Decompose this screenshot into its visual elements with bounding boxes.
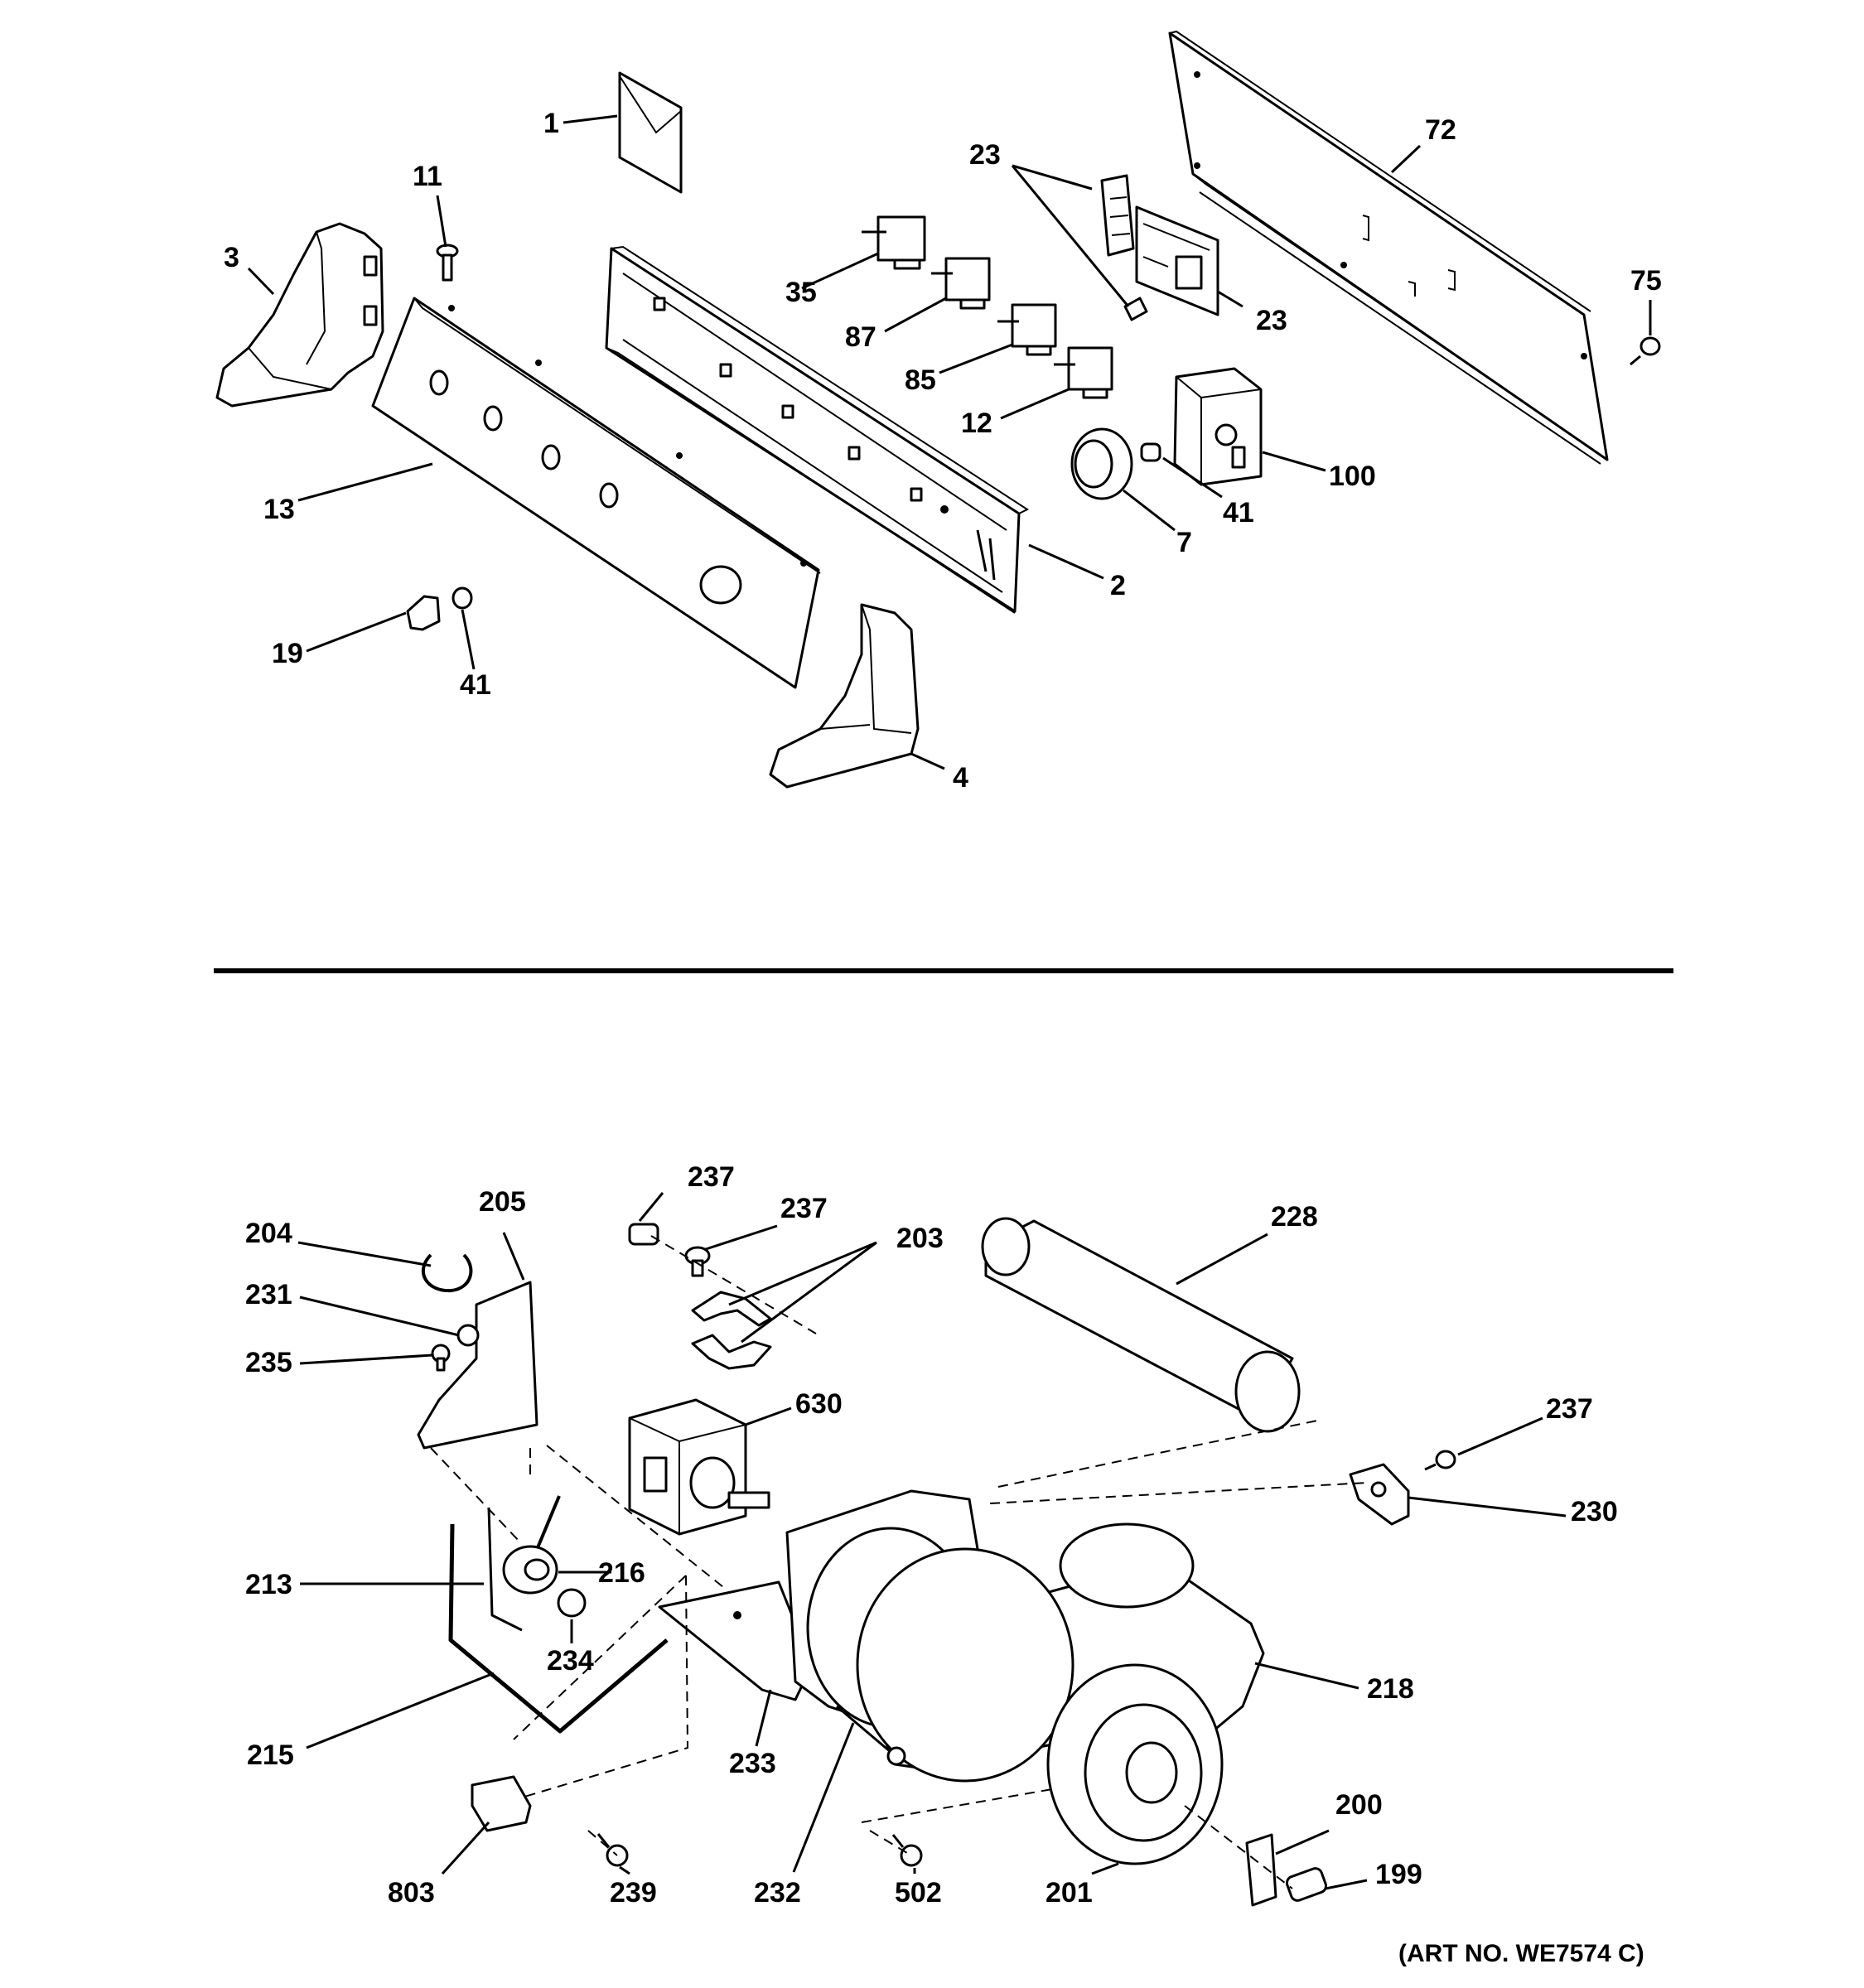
part-87-switch: [931, 257, 991, 310]
part-233-mounting-plate: [658, 1580, 814, 1701]
part-41-knob-insert: [452, 586, 473, 610]
part-228-duct: [981, 1217, 1301, 1433]
callout-11: 11: [413, 161, 442, 192]
part-35-switch: [862, 215, 926, 270]
part-200-bracket: [1245, 1833, 1277, 1907]
part-237-screw-a: [628, 1223, 659, 1246]
callout-218: 218: [1367, 1673, 1414, 1705]
lower-leader-lines: [297, 1192, 1567, 1890]
callout-216: 216: [598, 1557, 645, 1589]
part-12-switch: [1054, 346, 1113, 399]
upper-leader-lines: [247, 114, 1652, 770]
part-19-button: [406, 595, 441, 631]
callout-205: 205: [479, 1186, 526, 1218]
callout-23-a: 23: [969, 139, 1001, 171]
callout-233: 233: [729, 1748, 776, 1779]
callout-502: 502: [895, 1877, 942, 1908]
callout-237-b: 237: [780, 1193, 828, 1224]
callout-200: 200: [1335, 1789, 1383, 1821]
callout-35: 35: [785, 277, 817, 308]
callout-232: 232: [754, 1877, 801, 1908]
part-11-screw: [436, 244, 459, 282]
callout-237-c: 237: [1546, 1393, 1593, 1425]
part-85-switch: [997, 303, 1057, 356]
callout-23-b: 23: [1256, 305, 1287, 336]
callout-19: 19: [272, 638, 303, 669]
part-100-timer: [1173, 367, 1263, 486]
part-231-screw: [456, 1324, 480, 1347]
callout-41-b: 41: [1223, 497, 1254, 528]
part-232-bolt: [836, 1705, 906, 1766]
callout-239: 239: [610, 1877, 657, 1908]
part-630-motor: [628, 1398, 770, 1536]
callout-235: 235: [245, 1347, 292, 1378]
part-3-end-cap-left: [215, 222, 384, 408]
callout-100: 100: [1329, 461, 1376, 492]
callout-215: 215: [247, 1740, 294, 1771]
assembly-lines: [430, 1235, 1368, 1889]
callout-204: 204: [245, 1218, 292, 1249]
part-4-end-cap-right: [769, 603, 920, 789]
part-235-screw: [431, 1344, 451, 1372]
part-234-bushing: [557, 1588, 587, 1618]
callout-203: 203: [896, 1223, 944, 1254]
callout-231: 231: [245, 1279, 292, 1310]
callout-72: 72: [1425, 114, 1456, 146]
callout-234: 234: [547, 1645, 594, 1677]
part-75-screw: [1630, 336, 1661, 366]
part-205-bracket: [417, 1281, 538, 1450]
part-203-clamp-upper: [691, 1291, 772, 1327]
part-23-circuit-board-large: [1135, 205, 1219, 316]
part-204-clip: [421, 1253, 473, 1293]
callout-labels: 1 11 3 13 19 41 2 4 35 87 85 12 23 23 72…: [224, 108, 1662, 1967]
part-216-pulley: [502, 1545, 558, 1595]
callout-41-a: 41: [460, 669, 491, 701]
part-201-blower-wheel: [1046, 1663, 1224, 1865]
callout-85: 85: [905, 364, 936, 396]
callout-213: 213: [245, 1569, 292, 1600]
callout-1: 1: [543, 108, 559, 139]
part-203-clamp-lower: [691, 1334, 772, 1370]
callout-630: 630: [795, 1388, 843, 1420]
callout-13: 13: [263, 494, 295, 525]
callout-4: 4: [953, 762, 968, 794]
part-1-instruction-sheet: [618, 71, 683, 194]
part-803-switch: [471, 1775, 532, 1832]
callout-87: 87: [845, 321, 876, 353]
callout-3: 3: [224, 242, 239, 273]
part-237-screw-b: [684, 1246, 711, 1277]
callout-230: 230: [1571, 1496, 1618, 1527]
part-72-rear-panel: [1168, 30, 1609, 465]
part-13-control-panel: [371, 297, 821, 689]
art-number: (ART NO. WE7574 C): [1398, 1940, 1644, 1967]
part-41-knob-insert-upper: [1140, 442, 1161, 462]
part-199-bolt: [1285, 1867, 1328, 1902]
callout-7: 7: [1176, 527, 1192, 558]
callout-2: 2: [1110, 570, 1126, 601]
callout-803: 803: [388, 1877, 435, 1908]
callout-199: 199: [1375, 1859, 1422, 1890]
part-23-circuit-board-small: [1100, 174, 1135, 257]
part-230-thermostat: [1349, 1463, 1410, 1526]
callout-228: 228: [1271, 1201, 1318, 1233]
part-23-connector: [1123, 297, 1148, 321]
callout-201: 201: [1045, 1877, 1093, 1908]
part-239-screw: [596, 1833, 629, 1867]
part-2-mounting-bracket: [605, 245, 1030, 614]
part-237-screw-c: [1424, 1450, 1456, 1471]
part-7-knob: [1070, 427, 1133, 500]
callout-12: 12: [961, 408, 992, 439]
callout-75: 75: [1630, 265, 1662, 297]
part-502-screw: [891, 1834, 923, 1867]
part-215-idler-arm: [448, 1523, 669, 1734]
callout-237-a: 237: [688, 1161, 735, 1193]
